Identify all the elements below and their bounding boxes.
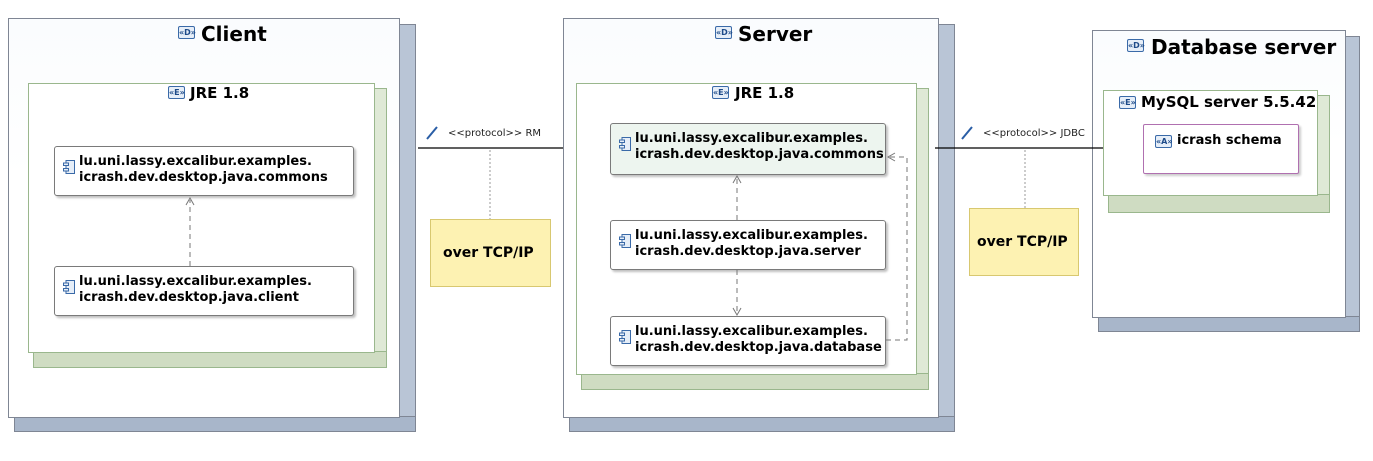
client-commons-label: lu.uni.lassy.excalibur.examples. icrash.… — [79, 154, 328, 186]
server-database-component[interactable]: lu.uni.lassy.excalibur.examples. icrash.… — [610, 316, 886, 366]
database-node-title: Database server — [1151, 35, 1337, 59]
server-commons-component[interactable]: lu.uni.lassy.excalibur.examples. icrash.… — [610, 123, 886, 175]
component-icon — [619, 330, 631, 344]
artifact-icon: «A» — [1155, 135, 1173, 148]
jdbc-note-text: over TCP/IP — [977, 234, 1068, 250]
server-server-label: lu.uni.lassy.excalibur.examples. icrash.… — [635, 228, 868, 260]
client-client-line1: lu.uni.lassy.excalibur.examples. — [79, 274, 312, 289]
server-commons-label: lu.uni.lassy.excalibur.examples. icrash.… — [635, 131, 883, 163]
client-client-component[interactable]: lu.uni.lassy.excalibur.examples. icrash.… — [54, 266, 354, 316]
communication-path-icon — [961, 126, 973, 140]
client-commons-component[interactable]: lu.uni.lassy.excalibur.examples. icrash.… — [54, 146, 354, 196]
server-commons-line1: lu.uni.lassy.excalibur.examples. — [635, 131, 868, 146]
client-client-label: lu.uni.lassy.excalibur.examples. icrash.… — [79, 274, 312, 306]
component-icon — [63, 160, 75, 174]
client-commons-line2: icrash.dev.desktop.java.commons — [79, 170, 328, 185]
server-database-line1: lu.uni.lassy.excalibur.examples. — [635, 324, 868, 339]
execution-environment-icon: «E» — [712, 86, 729, 99]
node-icon: «D» — [715, 26, 733, 39]
server-server-component[interactable]: lu.uni.lassy.excalibur.examples. icrash.… — [610, 220, 886, 270]
mysql-title: MySQL server 5.5.42 — [1141, 93, 1317, 111]
jdbc-note[interactable]: over TCP/IP — [969, 208, 1079, 276]
rmi-note-text: over TCP/IP — [443, 245, 534, 261]
client-client-line2: icrash.dev.desktop.java.client — [79, 290, 299, 305]
server-jre-title: JRE 1.8 — [735, 84, 795, 102]
server-dependency-down-arrowhead — [732, 307, 742, 317]
server-database-label: lu.uni.lassy.excalibur.examples. icrash.… — [635, 324, 882, 356]
icrash-schema-artifact[interactable]: «A» icrash schema — [1143, 124, 1299, 174]
component-icon — [619, 137, 631, 151]
server-node-title: Server — [738, 22, 813, 46]
server-database-line2: icrash.dev.desktop.java.database — [635, 340, 882, 355]
communication-path-icon — [426, 126, 438, 140]
server-database-to-commons-line — [886, 156, 908, 341]
execution-environment-icon: «E» — [1119, 96, 1136, 109]
node-icon: «D» — [178, 26, 196, 39]
execution-environment-icon: «E» — [168, 86, 185, 99]
node-icon: «D» — [1127, 39, 1145, 52]
client-commons-line1: lu.uni.lassy.excalibur.examples. — [79, 154, 312, 169]
client-dependency-arrowhead — [185, 196, 195, 206]
component-icon — [63, 280, 75, 294]
client-node-title: Client — [201, 22, 267, 46]
icrash-schema-label: icrash schema — [1177, 133, 1282, 148]
server-dependency-up-arrowhead — [732, 174, 742, 184]
server-commons-line2: icrash.dev.desktop.java.commons — [635, 147, 883, 162]
client-jre-title: JRE 1.8 — [190, 84, 250, 102]
rmi-note[interactable]: over TCP/IP — [430, 219, 551, 287]
jdbc-stereotype-label: <<protocol>> JDBC — [983, 128, 1085, 139]
server-server-line2: icrash.dev.desktop.java.server — [635, 244, 861, 259]
server-database-to-commons-arrowhead — [886, 152, 896, 162]
component-icon — [619, 234, 631, 248]
rmi-stereotype-label: <<protocol>> RM — [448, 128, 542, 139]
server-server-line1: lu.uni.lassy.excalibur.examples. — [635, 228, 868, 243]
